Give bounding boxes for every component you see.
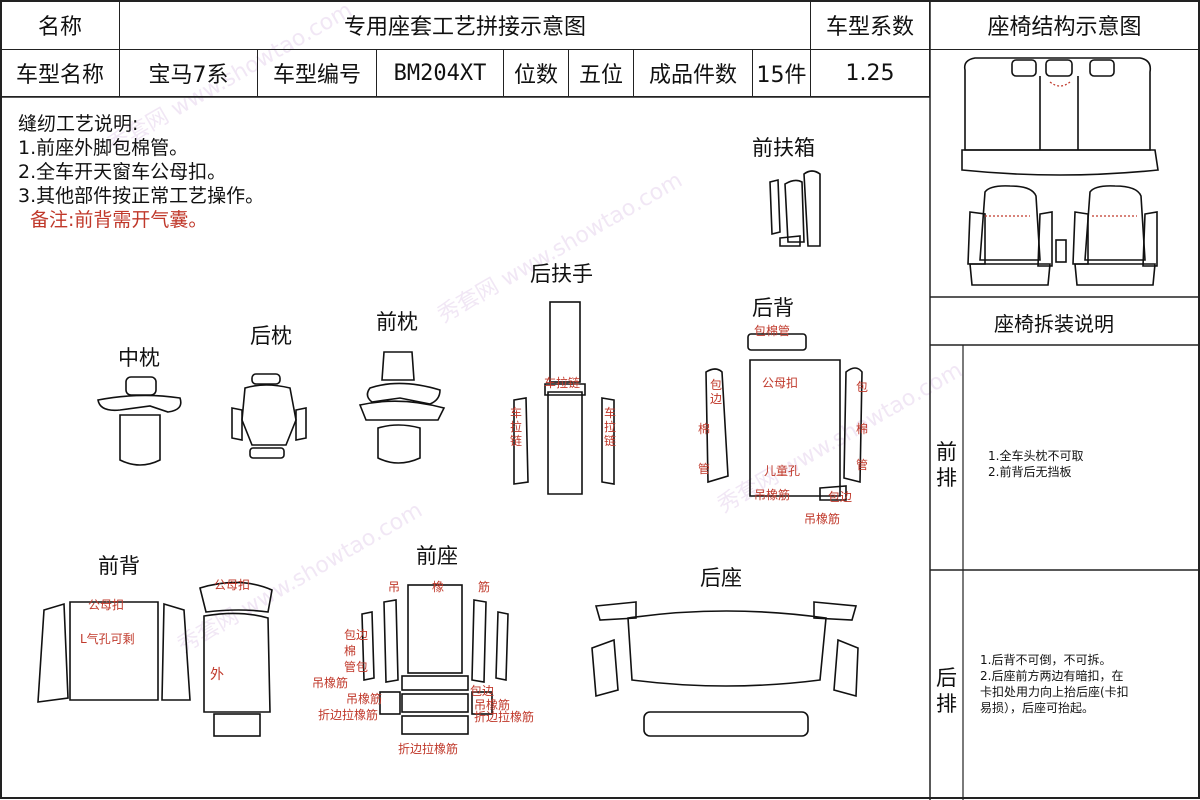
annotation: 棉 [344,644,357,658]
label-front-seat: 前座 [416,544,458,568]
front-pillow-pattern [358,351,446,464]
front-note: 2.前背后无挡板 [988,465,1072,479]
annotation: 公母扣 [88,598,125,612]
annotation: 折边拉橡筋 [474,710,535,724]
annotation: 包 [856,380,869,394]
rear-note: 1.后背不可倒，不可拆。 [980,653,1112,667]
annotation: 筋 [478,580,491,594]
label-front-pillow: 前枕 [376,310,418,334]
rear-row-notes: 1.后背不可倒，不可拆。 2.后座前方两边有暗扣，在 卡扣处用力向上抬后座(卡扣… [980,652,1129,716]
annotation: 包边 [470,684,495,698]
notes-heading: 缝纫工艺说明: [18,113,139,135]
annotation: 车拉链 [544,376,581,390]
front-row-label-a: 前 [936,440,957,464]
label-rear-armrest: 后扶手 [530,262,593,286]
rear-row-label-a: 后 [936,666,957,690]
annotation: 橡 [432,580,445,594]
front-back-pattern [37,581,273,737]
annotation: 儿童孔 [764,464,801,478]
rear-pillow-pattern [231,373,307,459]
seat-structure-diagram [961,57,1159,286]
label-rear-back: 后背 [752,296,794,320]
rear-row-label-b: 排 [936,692,957,716]
annotation: L气孔可剩 [80,632,135,646]
rear-armrest-pattern [513,301,615,495]
model-name: 宝马7系 [119,49,258,97]
front-armrest-box-pattern [769,170,821,247]
notes-remark: 备注:前背需开气囊。 [30,209,208,231]
rear-back-pattern [705,333,863,501]
rear-note: 2.后座前方两边有暗扣，在 [980,669,1124,683]
annotation: 吊橡筋 [804,512,841,526]
annotation: 包棉管 [754,324,791,338]
front-seat-pattern [361,584,509,735]
annotation: 棉 [856,422,869,436]
annotation: 边 [710,392,723,406]
front-note: 1.全车头枕不可取 [988,449,1084,463]
notes-item: 2.全车开天窗车公母扣。 [18,161,227,183]
annotation: 棉 [698,422,711,436]
label-rear-pillow: 后枕 [250,324,292,348]
annotation: 公母扣 [214,578,251,592]
rear-note: 易损），后座可抬起。 [980,701,1095,715]
label-front-armrest-box: 前扶箱 [752,136,815,160]
annotation: 折边拉橡筋 [318,708,379,722]
annotation: 管 [698,462,711,476]
notes-item: 3.其他部件按正常工艺操作。 [18,185,265,207]
annotation: 包边 [344,628,369,642]
rear-note: 卡扣处用力向上抬后座(卡扣 [980,685,1129,699]
front-row-label-b: 排 [936,466,957,490]
annotation: 外 [210,667,224,683]
label-middle-pillow: 中枕 [118,346,160,370]
annotation: 吊橡筋 [346,692,383,706]
middle-pillow-pattern [97,376,182,466]
annotation: 车拉链 [604,406,617,448]
annotation: 吊橡筋 [754,488,791,502]
annotation: 吊 [388,580,401,594]
annotation: 吊橡筋 [474,698,511,712]
annotation: 车拉链 [510,406,523,448]
annotation: 折边拉橡筋 [398,742,459,756]
sewing-notes: 缝纫工艺说明: 1.前座外脚包棉管。 2.全车开天窗车公母扣。 3.其他部件按正… [18,112,264,232]
pieces-label: 成品件数 [633,49,753,97]
annotation: 公母扣 [762,376,799,390]
annotation: 包边 [828,490,853,504]
annotation: 管 [856,458,869,472]
rear-seat-pattern [591,601,859,737]
label-front-back: 前背 [98,554,140,578]
annotation: 管包 [344,660,369,674]
seats-label: 位数 [503,49,569,97]
notes-item: 1.前座外脚包棉管。 [18,137,189,159]
label-rear-seat: 后座 [700,566,742,590]
front-row-notes: 1.全车头枕不可取 2.前背后无挡板 [988,448,1083,480]
annotation: 包 [710,378,723,392]
annotation: 吊橡筋 [312,676,349,690]
disassembly-title: 座椅拆装说明 [994,312,1114,336]
